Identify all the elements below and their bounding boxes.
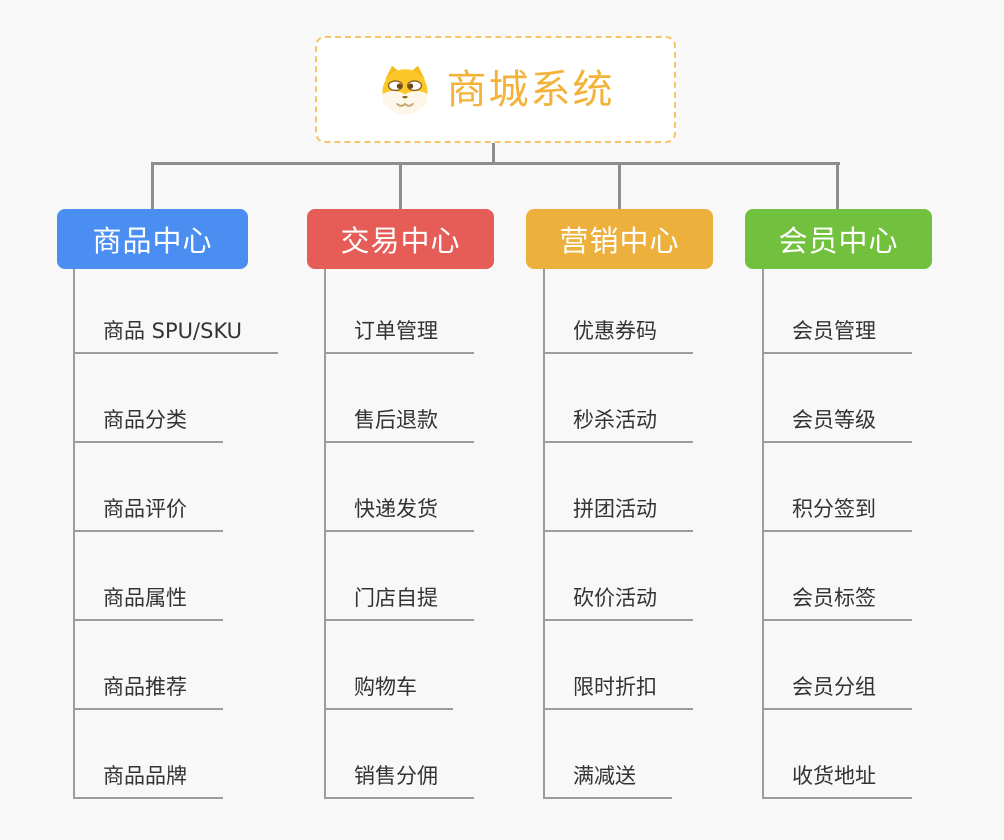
leaf-node[interactable]: 拼团活动 bbox=[543, 494, 693, 532]
leaf-node[interactable]: 商品评价 bbox=[73, 494, 223, 532]
root-title: 商城系统 bbox=[446, 66, 615, 113]
leaf-node[interactable]: 商品品牌 bbox=[73, 761, 223, 799]
connector-branch2-vertical bbox=[399, 162, 402, 209]
connector-branch4-vertical bbox=[836, 162, 839, 209]
leaf-node[interactable]: 砍价活动 bbox=[543, 583, 693, 621]
leaf-node[interactable]: 购物车 bbox=[324, 672, 453, 710]
leaf-node[interactable]: 优惠券码 bbox=[543, 316, 693, 354]
connector-branch3-vertical bbox=[618, 162, 621, 209]
leaf-node[interactable]: 限时折扣 bbox=[543, 672, 693, 710]
branch-label: 会员中心 bbox=[778, 224, 899, 258]
branch2-rail bbox=[324, 269, 326, 799]
leaf-node[interactable]: 会员分组 bbox=[762, 672, 912, 710]
leaf-node[interactable]: 会员等级 bbox=[762, 405, 912, 443]
leaf-node[interactable]: 满减送 bbox=[543, 761, 672, 799]
branch-label: 营销中心 bbox=[559, 224, 680, 258]
branch-product-center[interactable]: 商品中心 bbox=[57, 209, 248, 269]
leaf-node[interactable]: 订单管理 bbox=[324, 316, 474, 354]
leaf-node[interactable]: 商品 SPU/SKU bbox=[73, 316, 279, 354]
connector-root-vertical bbox=[492, 141, 495, 164]
leaf-node[interactable]: 销售分佣 bbox=[324, 761, 474, 799]
leaf-node[interactable]: 商品分类 bbox=[73, 405, 223, 443]
branch3-rail bbox=[543, 269, 545, 799]
branch-label: 商品中心 bbox=[92, 224, 213, 258]
leaf-node[interactable]: 会员标签 bbox=[762, 583, 912, 621]
leaf-node[interactable]: 商品属性 bbox=[73, 583, 223, 621]
branch-label: 交易中心 bbox=[340, 224, 461, 258]
connector-branch1-vertical bbox=[151, 162, 154, 209]
shiba-dog-icon bbox=[377, 64, 433, 116]
leaf-node[interactable]: 秒杀活动 bbox=[543, 405, 693, 443]
branch4-rail bbox=[762, 269, 764, 799]
root-node-mall-system[interactable]: 商城系统 bbox=[315, 36, 676, 143]
leaf-node[interactable]: 门店自提 bbox=[324, 583, 474, 621]
leaf-node[interactable]: 售后退款 bbox=[324, 405, 474, 443]
branch-marketing-center[interactable]: 营销中心 bbox=[526, 209, 713, 269]
leaf-node[interactable]: 商品推荐 bbox=[73, 672, 223, 710]
leaf-node[interactable]: 快递发货 bbox=[324, 494, 474, 532]
leaf-node[interactable]: 积分签到 bbox=[762, 494, 912, 532]
leaf-node[interactable]: 收货地址 bbox=[762, 761, 912, 799]
branch1-rail bbox=[73, 269, 75, 799]
branch-trade-center[interactable]: 交易中心 bbox=[307, 209, 494, 269]
branch-member-center[interactable]: 会员中心 bbox=[745, 209, 932, 269]
leaf-node[interactable]: 会员管理 bbox=[762, 316, 912, 354]
connector-horizontal-spread bbox=[151, 162, 840, 165]
